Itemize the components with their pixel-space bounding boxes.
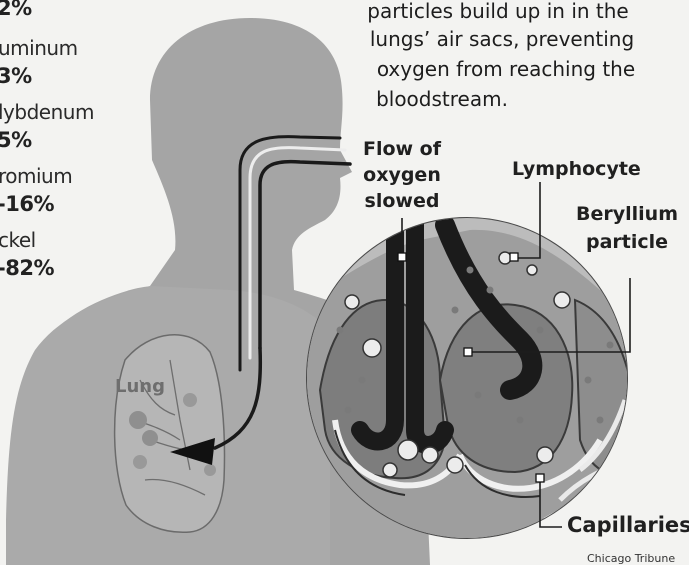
- metal-percent-3: 5%: [0, 128, 32, 152]
- beryllium-label-line-1: Beryllium: [572, 203, 682, 225]
- flow-label-line-3: slowed: [352, 190, 452, 212]
- metal-percent-4: -16%: [0, 192, 54, 216]
- caption-line-2: lungs’ air sacs, preventing: [322, 26, 682, 53]
- beryllium-label-line-2: particle: [572, 231, 682, 253]
- caption-line-4: bloodstream.: [262, 86, 622, 113]
- caption-line-1: particles build up in in the: [318, 0, 678, 25]
- capillaries-marker: [536, 474, 544, 482]
- lung-label: Lung: [115, 376, 165, 398]
- capillaries-label: Capillaries: [567, 514, 689, 536]
- metal-name-4: romium: [0, 164, 72, 188]
- metal-percent-5: -82%: [0, 256, 54, 280]
- source-credit: Chicago Tribune: [587, 552, 675, 565]
- flow-label-line-2: oxygen: [352, 164, 452, 186]
- lung-illustration: [115, 335, 225, 533]
- caption-line-3: oxygen from reaching the: [326, 56, 686, 83]
- flow-marker: [398, 253, 406, 261]
- metal-name-2: uminum: [0, 36, 78, 60]
- lymphocyte-label: Lymphocyte: [512, 158, 641, 180]
- metal-name-3: lybdenum: [0, 100, 94, 124]
- metal-percent-1: 2%: [0, 0, 32, 20]
- lymphocyte-marker: [510, 253, 518, 261]
- beryllium-marker: [464, 348, 472, 356]
- metal-name-5: ckel: [0, 228, 36, 252]
- metal-percent-2: 3%: [0, 64, 32, 88]
- flow-label-line-1: Flow of: [352, 138, 452, 160]
